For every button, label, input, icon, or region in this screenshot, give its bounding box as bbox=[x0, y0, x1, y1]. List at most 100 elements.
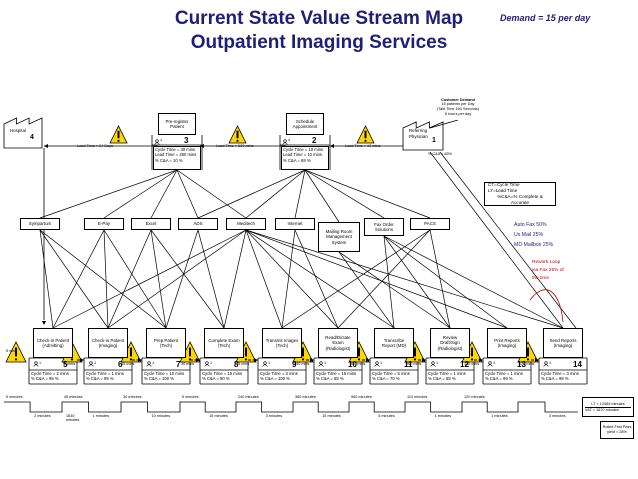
timeline-process-label: 10 minutes bbox=[151, 414, 171, 418]
info-line bbox=[150, 229, 167, 329]
physician-cka: % C&A = 65% bbox=[428, 152, 452, 156]
info-line bbox=[176, 169, 247, 219]
process-metric: Cycle Time = 10 mins bbox=[144, 371, 185, 376]
process-number: 10 bbox=[348, 360, 357, 369]
operator-count: 1 bbox=[210, 361, 213, 365]
process-box: Check-in Patient (Admitting) bbox=[33, 328, 73, 358]
info-system-box: Meditech bbox=[226, 218, 266, 230]
mail-note: Auto Fax 50% bbox=[514, 222, 547, 228]
rolled-yield-text: yield = 28% bbox=[607, 430, 627, 434]
info-system-box: Sympartum bbox=[20, 218, 60, 230]
info-system-box: ADS bbox=[178, 218, 218, 230]
customer-demand-text: (Takt Time 160 Seconds) bbox=[437, 107, 479, 111]
info-system-box: Internet bbox=[275, 218, 315, 230]
operator-count: 1 bbox=[94, 361, 97, 365]
process-number: 13 bbox=[517, 360, 526, 369]
wait-time-label: 45 mins bbox=[121, 362, 135, 366]
info-line bbox=[245, 229, 283, 329]
process-metric: Cycle Time = 30 mins bbox=[155, 147, 196, 152]
info-line bbox=[245, 229, 564, 329]
operator-icon bbox=[154, 139, 160, 145]
info-line bbox=[39, 229, 54, 329]
push-arrow-head bbox=[196, 358, 200, 362]
info-line bbox=[294, 229, 339, 329]
info-line bbox=[304, 169, 385, 219]
inventory-warning-icon bbox=[109, 125, 128, 144]
operator-count: 1 bbox=[324, 361, 327, 365]
push-arrow-head bbox=[254, 358, 258, 362]
process-metric: % C&A = 100 % bbox=[260, 376, 290, 382]
lead-time-label: Lead Time = 24 Days bbox=[77, 144, 113, 148]
lead-time-label: Lead Time = 690 mins bbox=[216, 144, 254, 148]
info-link bbox=[429, 119, 459, 129]
hospital-label: Hospital bbox=[10, 128, 26, 133]
info-line bbox=[439, 151, 577, 329]
push-arrow-head bbox=[422, 358, 426, 362]
process-metric: Cycle Time = 5 mins bbox=[372, 371, 410, 376]
process-data: Cycle Time = 15 mins% C&A = 85 % bbox=[315, 371, 361, 384]
info-system-box: Fax Order Solutions bbox=[364, 218, 404, 236]
process-box: Transmit Images (Tech) bbox=[262, 328, 302, 358]
process-metric: % C&A = 85 % bbox=[316, 376, 344, 382]
info-system-box: E-Pay bbox=[84, 218, 124, 230]
process-data: Cycle Time = 3 mins% C&A = 100 % bbox=[259, 371, 305, 384]
process-metric: % C&A = 100 % bbox=[144, 376, 174, 382]
process-number: 8 bbox=[234, 360, 239, 369]
customer-demand-text: 15 patients per Day bbox=[441, 102, 475, 107]
push-arrow-head bbox=[138, 358, 142, 362]
info-line bbox=[383, 235, 395, 329]
process-data: Cycle Time = 1 mins% C&A = 99 % bbox=[85, 371, 131, 384]
operator-icon bbox=[318, 361, 324, 367]
process-number: 14 bbox=[573, 360, 582, 369]
customer-demand-text: 8 hours per day bbox=[444, 111, 472, 116]
operator-count: 1 bbox=[268, 361, 271, 365]
wait-time-label: 30 mins bbox=[181, 362, 195, 366]
process-box: Transcribe Report (MD) bbox=[374, 328, 414, 358]
info-line bbox=[39, 229, 167, 329]
operator-icon bbox=[487, 361, 493, 367]
wait-time-label: 110 mins bbox=[464, 362, 480, 366]
timeline-process-label: 2 minutes bbox=[34, 414, 51, 418]
info-line bbox=[107, 229, 152, 329]
operator-count: 1 bbox=[160, 138, 163, 142]
page-title: Current State Value Stream Map bbox=[174, 8, 464, 29]
info-line bbox=[383, 235, 508, 329]
operator-count: 4 bbox=[288, 138, 291, 142]
physician-label-1: Referring bbox=[409, 128, 428, 133]
wait-time-label: 120 mins bbox=[519, 362, 535, 366]
process-data: Cycle Time = 5 mins% C&A = 70 % bbox=[371, 371, 417, 384]
inventory-warning-icon bbox=[228, 125, 247, 144]
info-line bbox=[281, 229, 296, 329]
hospital-icon bbox=[3, 117, 43, 149]
process-box: Check-in Patient (Imaging) bbox=[88, 328, 128, 358]
process-number: 2 bbox=[312, 136, 317, 145]
info-line bbox=[176, 169, 199, 219]
info-line bbox=[429, 229, 451, 329]
legend-entry: LT=Lead Time bbox=[488, 188, 518, 194]
process-metric: % C&A = 99 % bbox=[485, 376, 513, 382]
info-line bbox=[39, 229, 109, 329]
process-box: Review Draft/Sign (Radiologist) bbox=[430, 328, 470, 358]
info-line bbox=[281, 229, 431, 329]
info-line bbox=[304, 169, 340, 223]
process-metric: % C&A = 99 % bbox=[86, 376, 114, 382]
operator-icon bbox=[430, 361, 436, 367]
rework-note: the time bbox=[532, 276, 550, 281]
operator-count: 1 bbox=[549, 361, 552, 365]
process-data: Cycle Time = 3 mins% C&A = 98 % bbox=[540, 371, 586, 384]
lead-time-label: Lead Time = 10 mins bbox=[345, 144, 381, 148]
push-arrow-head bbox=[80, 358, 84, 362]
wait-time-label: 360 mins bbox=[350, 362, 366, 366]
timeline-wait-label: 120 minutes bbox=[464, 395, 485, 399]
process-metric: Cycle Time = 2 mins bbox=[31, 371, 69, 376]
process-metric: Cycle Time = 1 mins bbox=[86, 371, 124, 376]
timeline-process-label: 1 minutes bbox=[92, 414, 110, 418]
operator-icon bbox=[374, 361, 380, 367]
arrowhead bbox=[200, 144, 204, 148]
process-metric: Cycle Time = 10 mins bbox=[283, 147, 324, 152]
total-value: LT = 12464 minutes bbox=[585, 402, 631, 408]
